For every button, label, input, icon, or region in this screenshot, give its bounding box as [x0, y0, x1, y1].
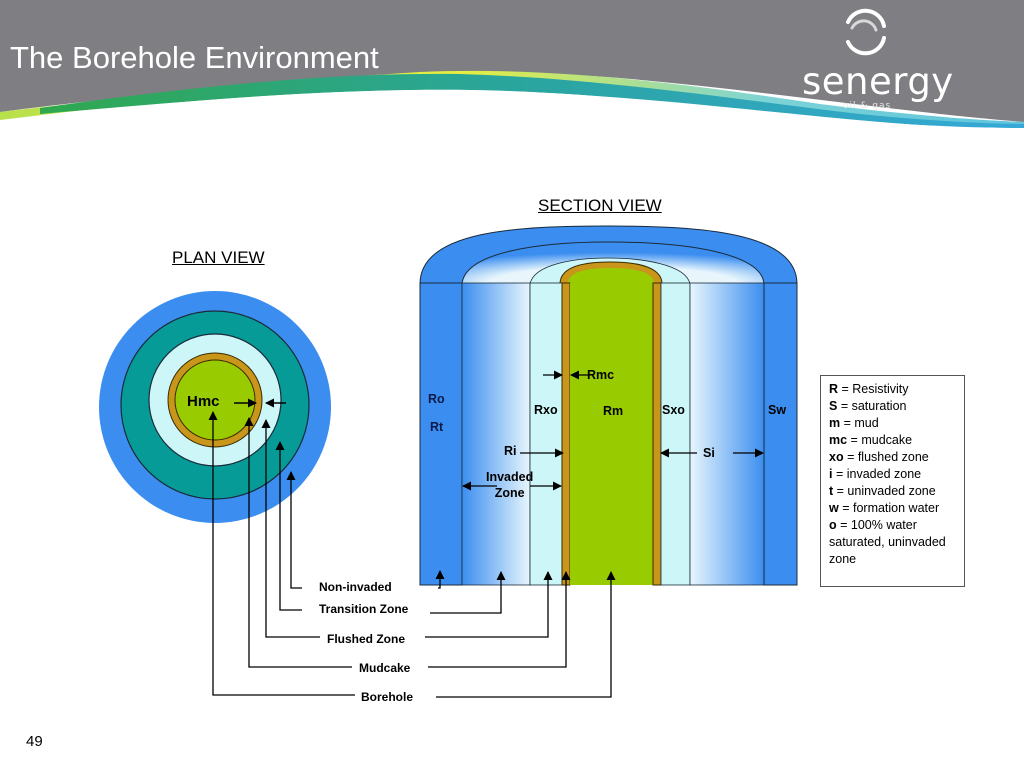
legend-text: = formation water	[838, 501, 940, 515]
legend-text: = 100% water saturated, uninvaded zone	[829, 518, 946, 566]
legend-text: = saturation	[837, 399, 907, 413]
section-leader-mudcake	[428, 571, 571, 668]
legend-row: t = uninvaded zone	[829, 483, 956, 500]
logo-tagline: oil & gas	[843, 101, 892, 111]
legend-key: m	[829, 416, 841, 430]
legend-key: i	[829, 467, 833, 481]
header-banner	[0, 0, 1024, 135]
label-si: Si	[703, 446, 715, 460]
plan-view-circles	[99, 291, 331, 523]
callout-borehole: Borehole	[361, 690, 414, 704]
section-mudcake-right	[652, 282, 662, 586]
callout-mudcake: Mudcake	[359, 661, 411, 675]
label-sw: Sw	[768, 403, 787, 417]
leader-mudcake	[244, 417, 352, 668]
plan-view-heading: PLAN VIEW	[172, 248, 265, 267]
legend-row: o = 100% water saturated, uninvaded zone	[829, 517, 956, 568]
legend-row: xo = flushed zone	[829, 449, 956, 466]
section-borehole	[570, 283, 653, 585]
section-view	[419, 225, 798, 586]
plan-leader-lines	[208, 411, 355, 696]
label-sxo: Sxo	[662, 403, 685, 417]
plan-hmc-label: Hmc	[187, 393, 220, 410]
logo-mark	[846, 8, 886, 56]
section-dome-borehole	[568, 268, 654, 284]
leader-transition-zone	[275, 441, 302, 611]
legend-key: S	[829, 399, 838, 413]
section-flushed-right	[660, 282, 691, 586]
legend-text: = uninvaded zone	[833, 484, 936, 498]
label-ri: Ri	[504, 444, 517, 458]
section-leader-transition	[430, 571, 506, 614]
callout-flushed-zone: Flushed Zone	[327, 632, 405, 646]
legend-key: xo	[829, 450, 844, 464]
logo-wordmark: senergy	[802, 60, 954, 103]
legend-text: = invaded zone	[832, 467, 922, 481]
section-leader-non-invaded	[435, 570, 445, 589]
legend-row: w = formation water	[829, 500, 956, 517]
label-rm: Rm	[603, 404, 624, 418]
legend-row: S = saturation	[829, 398, 956, 415]
section-mudcake-left	[561, 282, 571, 586]
legend-text: = mudcake	[847, 433, 913, 447]
legend-text: = Resistivity	[838, 382, 909, 396]
section-leader-lines	[425, 570, 616, 698]
legend-text: = mud	[840, 416, 879, 430]
section-formation-left	[419, 282, 463, 586]
legend-row: mc = mudcake	[829, 432, 956, 449]
legend-key: R	[829, 382, 839, 396]
callout-non-invaded: Non-invaded	[319, 580, 392, 594]
label-rt: Rt	[430, 420, 444, 434]
legend-row: i = invaded zone	[829, 466, 956, 483]
page-number: 49	[26, 733, 43, 750]
leader-borehole	[208, 411, 355, 696]
legend-text: = flushed zone	[843, 450, 929, 464]
section-flushed-left	[529, 282, 563, 586]
label-ro: Ro	[428, 392, 445, 406]
section-leader-flushed	[425, 571, 553, 638]
legend-row: m = mud	[829, 415, 956, 432]
leader-flushed-zone	[261, 419, 320, 638]
slide-title: The Borehole Environment	[10, 40, 379, 75]
callout-transition-zone: Transition Zone	[319, 602, 409, 616]
legend-key: t	[829, 484, 834, 498]
label-rxo: Rxo	[534, 403, 558, 417]
label-invaded-zone: Invaded Zone	[486, 470, 534, 500]
label-rmc: Rmc	[587, 368, 615, 382]
legend-key: w	[829, 501, 839, 515]
section-formation-right	[763, 282, 798, 586]
legend-key: mc	[829, 433, 848, 447]
legend-key: o	[829, 518, 837, 532]
section-transition-left	[461, 282, 531, 586]
legend-row: R = Resistivity	[829, 381, 956, 398]
section-leader-borehole	[436, 571, 616, 698]
section-view-heading: SECTION VIEW	[538, 196, 662, 215]
section-transition-right	[689, 282, 765, 586]
leader-non-invaded	[286, 471, 302, 589]
